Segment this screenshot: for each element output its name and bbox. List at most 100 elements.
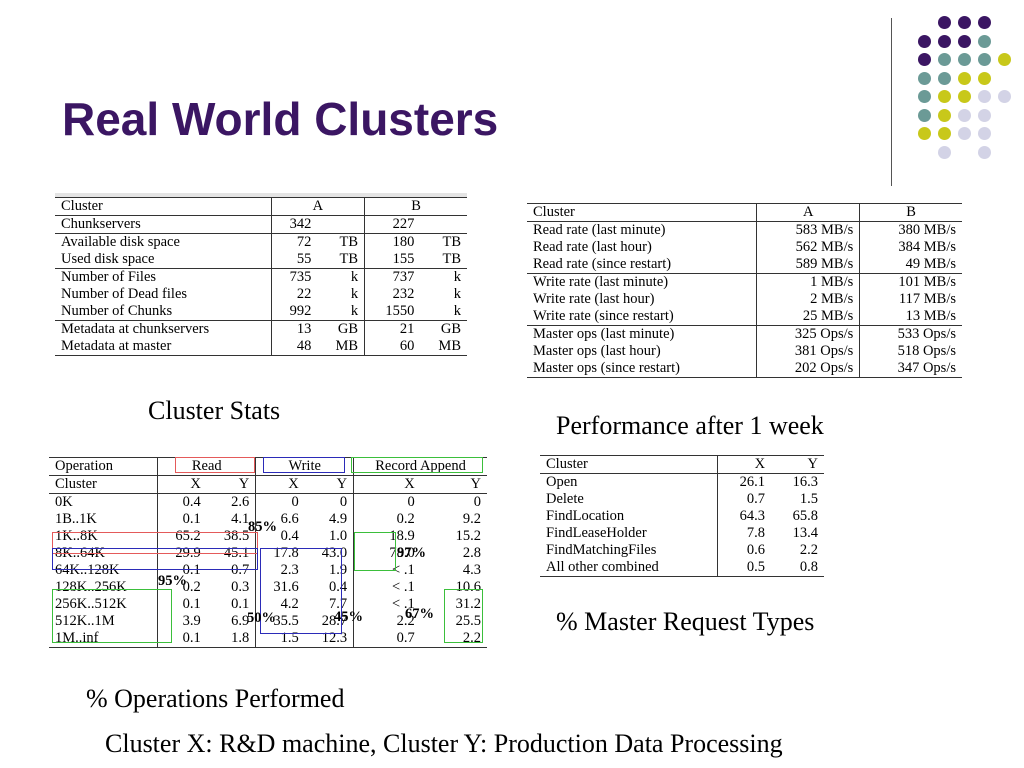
- table-cell: k: [350, 286, 359, 302]
- table-cell: 4.9: [329, 511, 348, 527]
- table-cell: Write rate (last minute): [533, 274, 669, 290]
- table-cell: 1550: [364, 303, 421, 321]
- header-cell: X: [255, 475, 305, 494]
- table-cell: GB: [440, 321, 461, 337]
- table-cell: Used disk space: [55, 251, 272, 269]
- table-cell: 562 MB/s: [756, 239, 860, 256]
- table-cell: 128K..256K: [55, 579, 127, 595]
- header-cell: Record Append: [353, 457, 487, 476]
- operations-caption: % Operations Performed: [86, 684, 345, 713]
- table-cell: 0.1: [231, 596, 250, 612]
- header-cell: A: [756, 203, 860, 222]
- decor-dot: [958, 53, 971, 66]
- table-cell: 518 Ops/s: [859, 343, 962, 360]
- table-cell: 227: [364, 215, 421, 234]
- table-cell: 0.1: [157, 630, 207, 648]
- header-cell: B: [364, 197, 467, 216]
- table-cell: 28.7: [321, 613, 348, 629]
- table-cell: 0: [473, 494, 481, 510]
- table-cell: 72: [270, 233, 318, 251]
- decor-dot: [978, 34, 991, 48]
- header-cell: X: [716, 455, 772, 474]
- table-cell: k: [453, 269, 461, 285]
- table-cell: Chunkservers: [55, 215, 272, 234]
- table-cell: 3.9: [157, 613, 207, 630]
- table-cell: 2.8: [462, 545, 481, 561]
- decor-dot: [978, 90, 991, 103]
- table-cell: 1.5: [799, 491, 818, 507]
- table-cell: TB: [442, 234, 461, 250]
- table-cell: 49 MB/s: [859, 256, 962, 274]
- header-cell: Y: [771, 455, 824, 474]
- table-cell: Metadata at chunkservers: [61, 321, 210, 337]
- title-divider: [891, 18, 892, 186]
- table-cell: Number of Files: [61, 269, 157, 285]
- table-cell: < .1: [353, 562, 421, 579]
- header-cell: Cluster: [540, 455, 718, 474]
- decor-dot: [998, 90, 1011, 103]
- decor-dot: [938, 145, 951, 159]
- decor-dot: [998, 53, 1011, 66]
- table-cell: TB: [317, 251, 365, 269]
- table-cell: 0.2: [157, 579, 207, 596]
- table-cell: 1.0: [329, 528, 348, 544]
- table-cell: 0.4: [157, 493, 207, 511]
- decor-dot: [938, 53, 951, 66]
- decor-dot: [938, 127, 951, 140]
- table-cell: 735: [270, 268, 318, 286]
- table-cell: Read rate (last hour): [533, 239, 652, 255]
- table-cell: 45.1: [223, 545, 250, 561]
- annotation-45: 45%: [334, 609, 363, 625]
- decor-dot: [938, 71, 951, 85]
- table-cell: 4.2: [255, 596, 305, 613]
- table-cell: FindLeaseHolder: [546, 525, 647, 541]
- header-cell: Y: [206, 475, 256, 494]
- header-cell: Operation: [49, 457, 158, 476]
- table-cell: 737: [364, 268, 421, 286]
- table-cell: 4.1: [231, 511, 250, 527]
- table-cell: 180: [364, 233, 421, 251]
- table-cell: 0: [255, 493, 305, 511]
- table-cell: 992: [270, 303, 318, 321]
- table-cell: 1.8: [206, 630, 256, 648]
- table-cell: Write rate (since restart): [527, 308, 757, 326]
- decor-dot: [958, 71, 971, 85]
- table-cell: All other combined: [540, 559, 718, 577]
- table-cell: 0.6: [716, 542, 772, 559]
- table-cell: Read rate (since restart): [527, 256, 757, 274]
- table-cell: 325 Ops/s: [756, 325, 860, 343]
- table-cell: 0.7: [353, 630, 421, 648]
- table-cell: 31.2: [455, 596, 481, 612]
- table-cell: 15.2: [455, 528, 481, 544]
- annotation-97: 97%: [397, 545, 426, 561]
- table-cell: 2.6: [231, 494, 250, 510]
- decor-dot: [958, 108, 971, 122]
- annotation-85: 85%: [248, 519, 277, 535]
- table-cell: 17.8: [255, 545, 305, 562]
- table-cell: Master ops (since restart): [527, 360, 757, 378]
- decor-dot: [958, 90, 971, 103]
- table-cell: TB: [420, 251, 467, 269]
- table-cell: 533 Ops/s: [859, 325, 962, 343]
- table-cell: 6.9: [231, 613, 250, 629]
- table-cell: 2.2: [799, 542, 818, 558]
- decor-dot: [978, 71, 991, 85]
- decor-dot: [938, 108, 951, 122]
- table-cell: 8K..64K: [55, 545, 105, 561]
- table-cell: 2 MB/s: [756, 291, 860, 308]
- table-cell: 380 MB/s: [859, 221, 962, 239]
- table-cell: 55: [270, 251, 318, 269]
- slide-title: Real World Clusters: [62, 93, 499, 145]
- table-cell: FindMatchingFiles: [546, 542, 657, 558]
- table-cell: k: [420, 303, 467, 321]
- table-cell: 26.1: [716, 473, 772, 491]
- table-cell: 202 Ops/s: [756, 360, 860, 378]
- table-cell: Write rate (last hour): [533, 291, 655, 307]
